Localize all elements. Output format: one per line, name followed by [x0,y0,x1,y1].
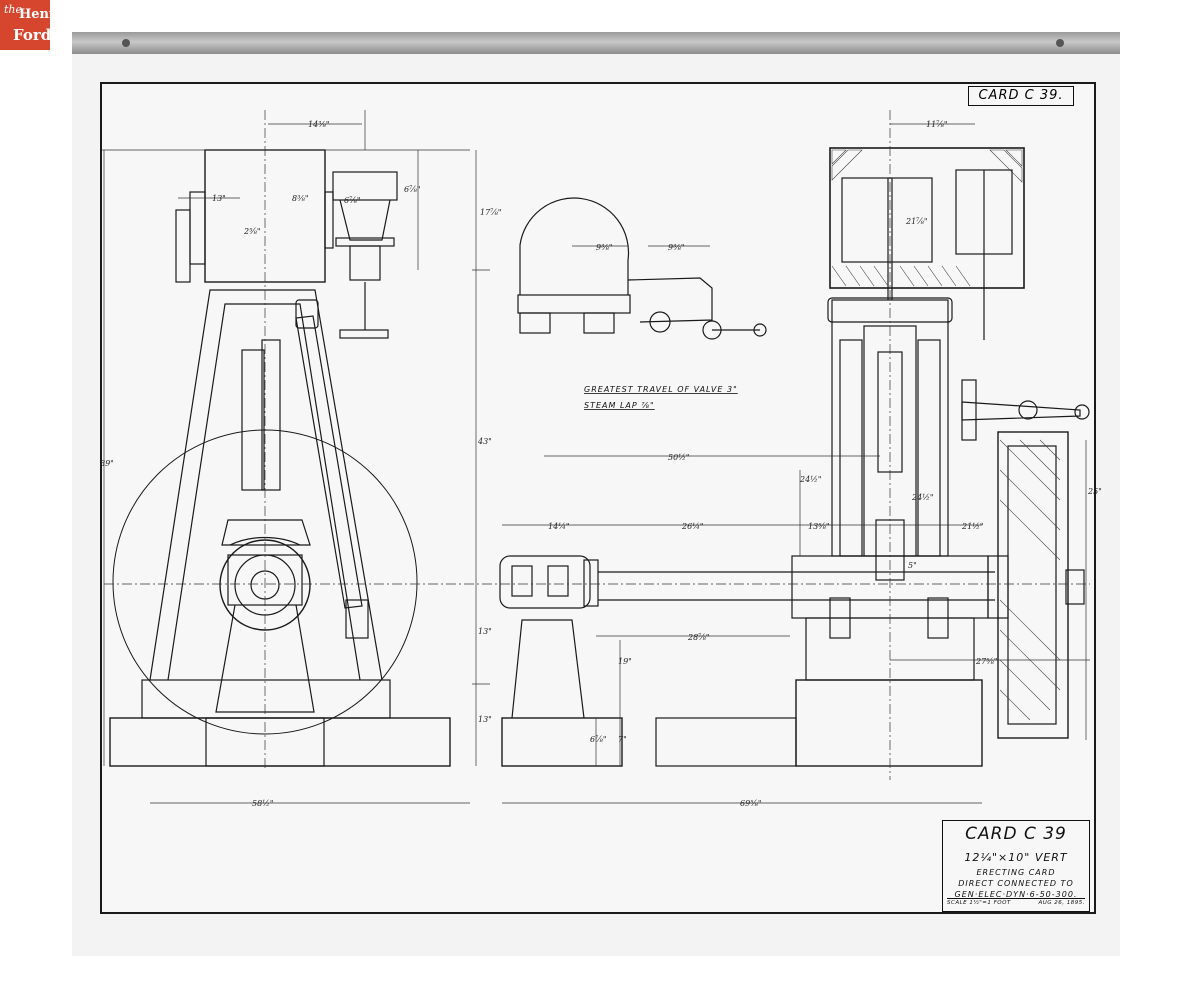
dimension-labels: 14⅜" 13" 8⅜" 6⅞" 6⅞" 17⅞" 2⅝" 89" 43" 13… [100,120,1102,808]
dim-label: 7" [618,735,627,744]
dim-label: 24½" [911,493,934,502]
dim-label: 89" [100,459,114,468]
dim-label: 13" [478,627,492,636]
drawing-sheet [100,82,1096,914]
dim-label: 13" [478,715,492,724]
rail-screw-right [1056,39,1064,47]
title-line-3: GEN·ELEC·DYN·6-50-300. [954,890,1078,899]
dim-label: 9⅜" [596,243,613,252]
dim-label: 24½" [799,475,822,484]
dim-label: 11⅞" [926,120,948,129]
valve-notes: GREATEST TRAVEL OF VALVE 3" STEAM LAP ⅞" [584,385,738,410]
dim-label: 43" [477,437,492,446]
dim-label: 8⅜" [292,194,309,203]
card-label-top: CARD C 39. [968,86,1074,106]
section-hatching [831,149,1061,721]
dim-label: 5" [908,561,917,570]
title-block: CARD C 39 12¼"×10" VERT ERECTING CARD DI… [942,820,1090,912]
logo-henry: Henry [19,7,64,22]
title-card-number: CARD C 39 [965,824,1067,844]
dim-label: 13⅝" [808,522,830,531]
dim-label: 50½" [668,453,690,462]
title-engine-size: 12¼"×10" VERT [964,851,1068,864]
henry-ford-logo: the Henry Ford [0,0,63,50]
valve-travel-note: GREATEST TRAVEL OF VALVE 3" [584,385,738,394]
dim-label: 17⅞" [480,208,502,217]
dimension-lines [102,110,1090,804]
title-scale: SCALE 1½"=1 FOOT [947,900,1011,906]
side-elevation [109,149,451,767]
dim-label: 69⅝" [740,799,762,808]
dim-label: 6⅞" [404,185,421,194]
dim-label: 21½" [961,522,984,531]
hanging-rail [72,32,1120,54]
dim-label: 25" [1087,487,1102,496]
title-line-1: ERECTING CARD [976,868,1056,877]
dim-label: 27⅝" [975,657,998,666]
logo-the: the [4,3,23,16]
dim-label: 13" [212,194,226,203]
rail-screw-left [122,39,130,47]
dim-label: 28⅞" [687,633,710,642]
title-date: AUG 26, 1895. [1038,900,1085,906]
steam-lap-note: STEAM LAP ⅞" [584,401,655,410]
dim-label: 9⅜" [668,243,685,252]
dim-label: 21⅞" [905,217,928,226]
dim-label: 58½" [252,799,274,808]
dim-label: 6⅞" [590,735,607,744]
dim-label: 26¼" [681,522,704,531]
dim-label: 2⅝" [243,227,261,236]
dim-label: 6⅞" [344,196,361,205]
title-footer: SCALE 1½"=1 FOOT AUG 26, 1895. [947,898,1085,908]
front-elevation [499,147,1090,767]
dim-label: 19" [618,657,632,666]
dim-label: 14⅜" [308,120,330,129]
title-line-2: DIRECT CONNECTED TO [958,879,1074,888]
valve-detail [517,197,767,340]
dim-label: 14¼" [548,522,570,531]
logo-ford: Ford [13,26,52,44]
